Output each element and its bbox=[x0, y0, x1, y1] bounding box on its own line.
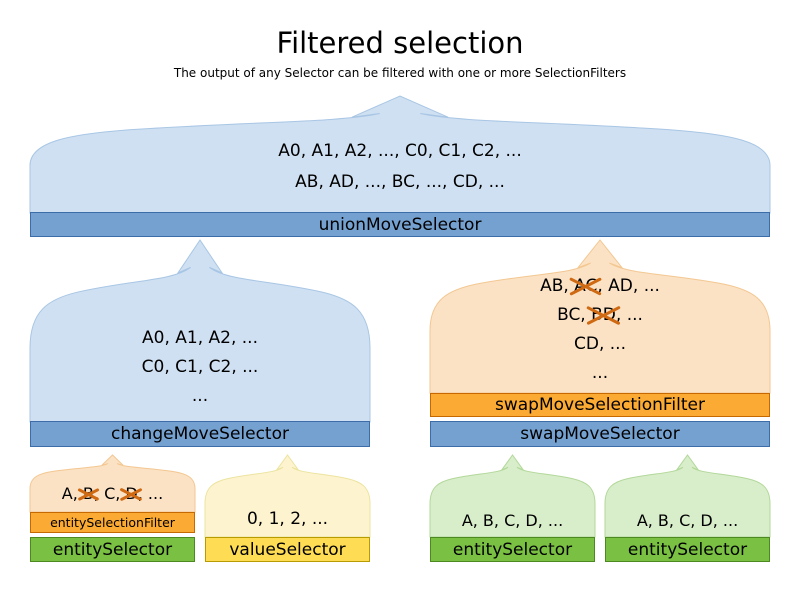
union-funnel-text: A0, A1, A2, ..., C0, C1, C2, ... AB, AD,… bbox=[30, 136, 770, 198]
filtered-entity-funnel-text: A, B, C, D, ... bbox=[30, 483, 195, 505]
funnel-text-line: ... bbox=[591, 363, 609, 383]
entity-selector-bar-filtered: entitySelector bbox=[30, 537, 195, 562]
funnel-arrow-shape bbox=[605, 455, 770, 537]
swap-move-selector-bar: swapMoveSelector bbox=[430, 421, 770, 447]
change-funnel-text: A0, A1, A2, ... C0, C1, C2, ... ... bbox=[30, 324, 370, 411]
funnel-arrow-shape bbox=[205, 455, 370, 537]
funnel-arrow-shape bbox=[30, 240, 370, 422]
entity-funnel-left-shape bbox=[430, 455, 595, 537]
filtered-entity-funnel-shape bbox=[30, 455, 195, 512]
funnel-text-line: ... bbox=[191, 386, 209, 406]
funnel-text-line: CD, ... bbox=[574, 334, 626, 354]
funnel-text-line: A0, A1, A2, ..., C0, C1, C2, ... bbox=[278, 141, 522, 161]
entity-funnel-right-text: A, B, C, D, ... bbox=[605, 510, 770, 532]
funnel-text-line: A0, A1, A2, ... bbox=[142, 328, 258, 348]
bar-label: swapMoveSelectionFilter bbox=[494, 395, 705, 415]
bar-label: entitySelector bbox=[452, 539, 573, 560]
entity-funnel-left-text: A, B, C, D, ... bbox=[430, 510, 595, 532]
funnel-arrow-shape bbox=[430, 455, 595, 537]
swap-funnel-text: AB, AC, AD, ... BC, BD, ... CD, ... ... bbox=[430, 272, 770, 388]
diagram-subtitle: The output of any Selector can be filter… bbox=[173, 66, 627, 80]
entity-funnel-right-shape bbox=[605, 455, 770, 537]
funnel-arrow-shape bbox=[30, 455, 195, 512]
value-funnel-text: 0, 1, 2, ... bbox=[205, 508, 370, 530]
funnel-text-line: A, B, C, D, ... bbox=[61, 484, 164, 503]
crossed-out-item: D bbox=[125, 484, 138, 503]
crossed-out-item: AC bbox=[574, 272, 597, 301]
bar-label: entitySelector bbox=[52, 539, 173, 560]
bar-label: unionMoveSelector bbox=[318, 214, 482, 235]
union-funnel-shape bbox=[30, 96, 770, 213]
funnel-text-line: C0, C1, C2, ... bbox=[141, 357, 259, 377]
swap-move-selection-filter-bar: swapMoveSelectionFilter bbox=[430, 393, 770, 417]
entity-selector-bar-left: entitySelector bbox=[430, 537, 595, 562]
bar-label: changeMoveSelector bbox=[111, 424, 289, 444]
change-move-selector-bar: changeMoveSelector bbox=[30, 421, 370, 447]
entity-selection-filter-bar: entitySelectionFilter bbox=[30, 512, 195, 533]
crossed-out-item: BD bbox=[591, 301, 616, 330]
value-selector-bar: valueSelector bbox=[205, 537, 370, 562]
bar-label: valueSelector bbox=[229, 539, 346, 560]
funnel-text-line: 0, 1, 2, ... bbox=[246, 509, 329, 529]
funnel-text-line: A, B, C, D, ... bbox=[636, 511, 739, 530]
funnel-text-line: A, B, C, D, ... bbox=[461, 511, 564, 530]
union-move-selector-bar: unionMoveSelector bbox=[30, 212, 770, 237]
bar-label: swapMoveSelector bbox=[520, 424, 680, 444]
entity-selector-bar-right: entitySelector bbox=[605, 537, 770, 562]
funnel-arrow-shape bbox=[30, 96, 770, 213]
bar-label: entitySelectionFilter bbox=[50, 515, 175, 530]
value-funnel-shape bbox=[205, 455, 370, 537]
diagram-title: Filtered selection bbox=[276, 26, 524, 60]
funnel-text-line: AB, AC, AD, ... bbox=[430, 272, 770, 301]
funnel-text-line: BC, BD, ... bbox=[430, 301, 770, 330]
crossed-out-item: B bbox=[82, 484, 94, 503]
bar-label: entitySelector bbox=[627, 539, 748, 560]
change-funnel-shape bbox=[30, 240, 370, 422]
funnel-text-line: AB, AD, ..., BC, ..., CD, ... bbox=[295, 172, 505, 192]
